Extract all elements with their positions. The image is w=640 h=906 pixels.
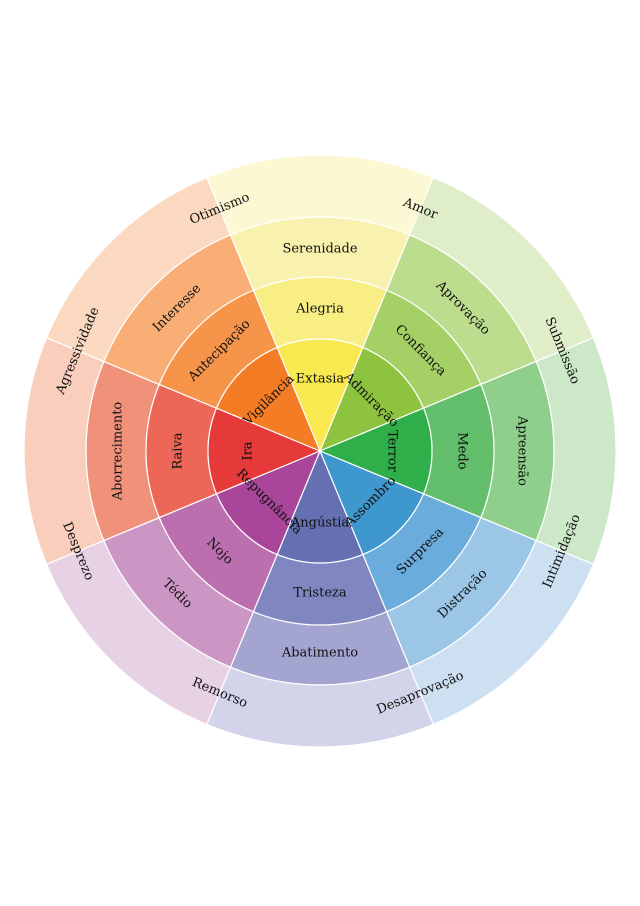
emotion-label-inner: Ira bbox=[241, 441, 256, 460]
emotion-label-inner: Terror bbox=[385, 430, 400, 473]
petal-inner-ring bbox=[276, 449, 364, 564]
petal-inner-ring bbox=[215, 346, 322, 453]
emotion-label-outer: Serenidade bbox=[282, 242, 357, 257]
emotion-label-middle: Alegria bbox=[295, 302, 344, 317]
petal-inner-ring bbox=[276, 338, 364, 453]
petal-outer-band bbox=[45, 176, 232, 363]
emotion-label-outer: Apreensão bbox=[515, 415, 530, 486]
emotion-label-outer: Abatimento bbox=[281, 646, 358, 661]
emotion-label-middle: Raiva bbox=[171, 432, 186, 469]
petal-inner-ring bbox=[318, 449, 425, 556]
petal-inner-ring bbox=[207, 407, 322, 495]
emotion-label-middle: Medo bbox=[455, 432, 470, 469]
emotion-label-inner: Angústia bbox=[290, 516, 350, 531]
petal-inner-ring bbox=[318, 346, 425, 453]
emotion-label-inner: Extasia bbox=[296, 372, 345, 387]
sectors-layer bbox=[23, 154, 617, 748]
petal-inner-ring bbox=[318, 407, 433, 495]
emotion-label-middle: Tristeza bbox=[293, 586, 346, 601]
petal-inner-ring bbox=[215, 449, 322, 556]
emotion-label-outer: Aborrecimento bbox=[111, 402, 126, 502]
